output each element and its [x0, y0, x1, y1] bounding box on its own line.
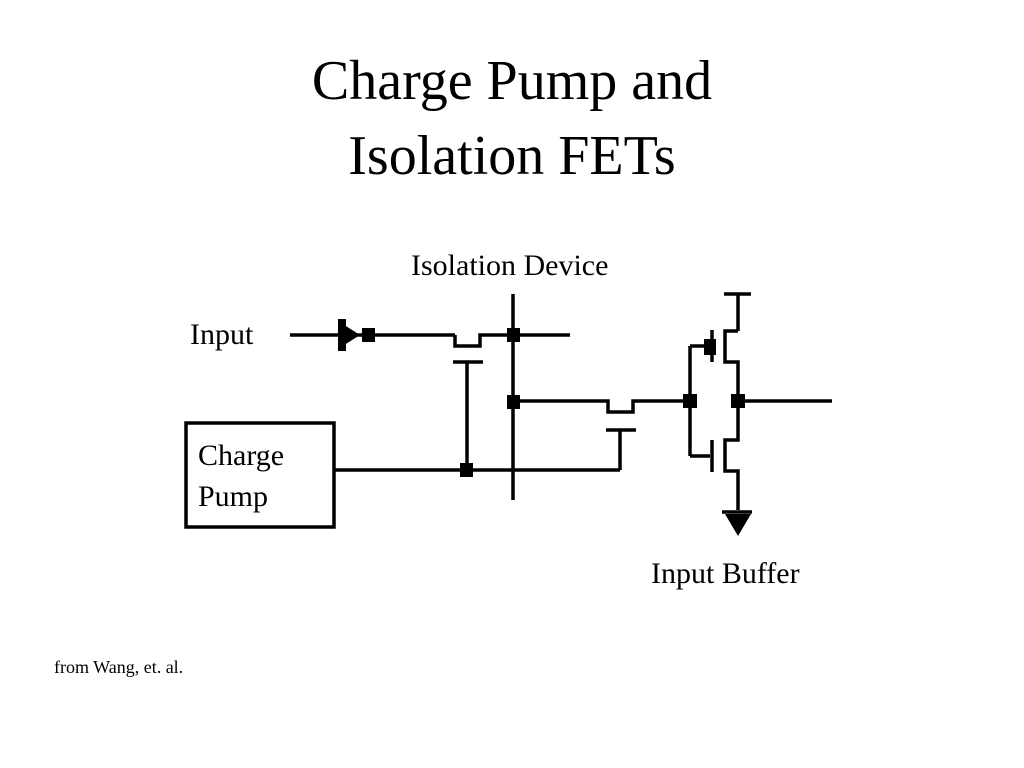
- charge-pump-label-line-2: Pump: [198, 480, 269, 513]
- charge-pump-label: Charge Pump: [198, 435, 284, 517]
- junction-dot-charge-pump: [460, 463, 473, 477]
- isolation-device-label: Isolation Device: [411, 249, 609, 282]
- input-buffer-label: Input Buffer: [651, 557, 800, 590]
- title-line-1: Charge Pump and: [311, 50, 713, 112]
- input-node-marker: [362, 328, 375, 342]
- slide-title: Charge Pump and Isolation FETs: [0, 44, 1024, 194]
- input-arrow-stem: [338, 319, 346, 351]
- ground-arrow: [725, 514, 751, 536]
- junction-dot-mid-bus: [507, 395, 520, 409]
- isolation-fet-2-channel: [513, 399, 690, 414]
- title-line-2: Isolation FETs: [348, 125, 676, 187]
- charge-pump-box: [184, 421, 336, 529]
- pmos-channel: [723, 329, 740, 510]
- citation: from Wang, et. al.: [54, 657, 184, 677]
- input-label: Input: [190, 318, 254, 351]
- charge-pump-label-line-1: Charge: [198, 439, 285, 472]
- pmos-arrow-marker: [704, 339, 716, 355]
- junction-dot-inverter-output: [731, 394, 745, 408]
- junction-dot-top-bus: [507, 328, 520, 342]
- junction-dot-inverter-input: [683, 394, 697, 408]
